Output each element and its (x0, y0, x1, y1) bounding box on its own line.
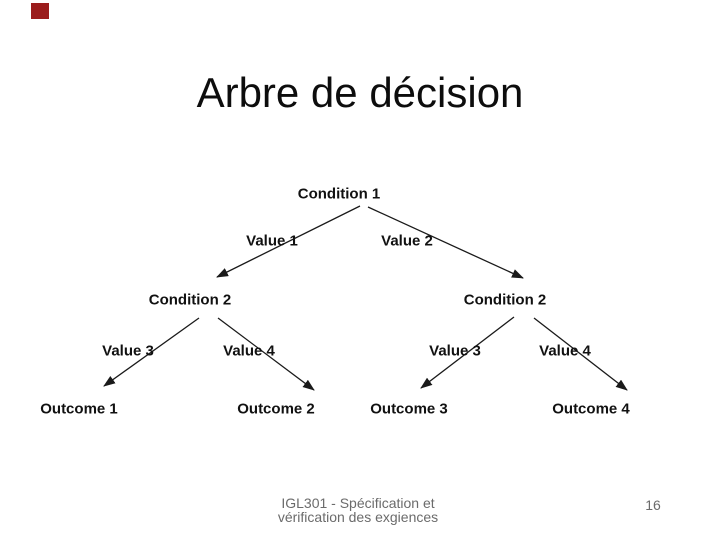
tree-edge-label-value-3-right: Value 3 (429, 342, 481, 360)
slide-title: Arbre de décision (196, 69, 524, 116)
edge-left-outcome2-arrow (217, 317, 315, 391)
edge-right-outcome3-arrow (420, 316, 515, 389)
tree-edge-label-value-1: Value 1 (246, 232, 298, 250)
edge-root-right-arrow (367, 206, 524, 279)
tree-node-outcome-3: Outcome 3 (370, 400, 448, 418)
tree-node-condition-2-right: Condition 2 (463, 291, 547, 309)
tree-edge-label-value-4-right: Value 4 (539, 342, 591, 360)
tree-node-condition-1: Condition 1 (297, 185, 381, 203)
footer-course-line: IGL301 - Spécification et (281, 495, 435, 511)
red-corner-marker (31, 3, 49, 19)
page-number: 16 (645, 497, 661, 513)
tree-edge-label-value-3-left: Value 3 (102, 342, 154, 360)
tree-node-outcome-4: Outcome 4 (552, 400, 630, 418)
tree-node-outcome-2: Outcome 2 (237, 400, 315, 418)
footer-subtitle-line: vérification des exgiences (277, 509, 439, 525)
edge-root-left-arrow (216, 205, 361, 278)
edge-right-outcome4-arrow (533, 317, 628, 391)
edge-left-outcome1-arrow (103, 317, 200, 387)
tree-edge-label-value-2: Value 2 (381, 232, 433, 250)
footer: IGL301 - Spécification et vérification d… (278, 496, 438, 524)
tree-node-condition-2-left: Condition 2 (148, 291, 232, 309)
tree-node-outcome-1: Outcome 1 (40, 400, 118, 418)
tree-edge-label-value-4-left: Value 4 (223, 342, 275, 360)
